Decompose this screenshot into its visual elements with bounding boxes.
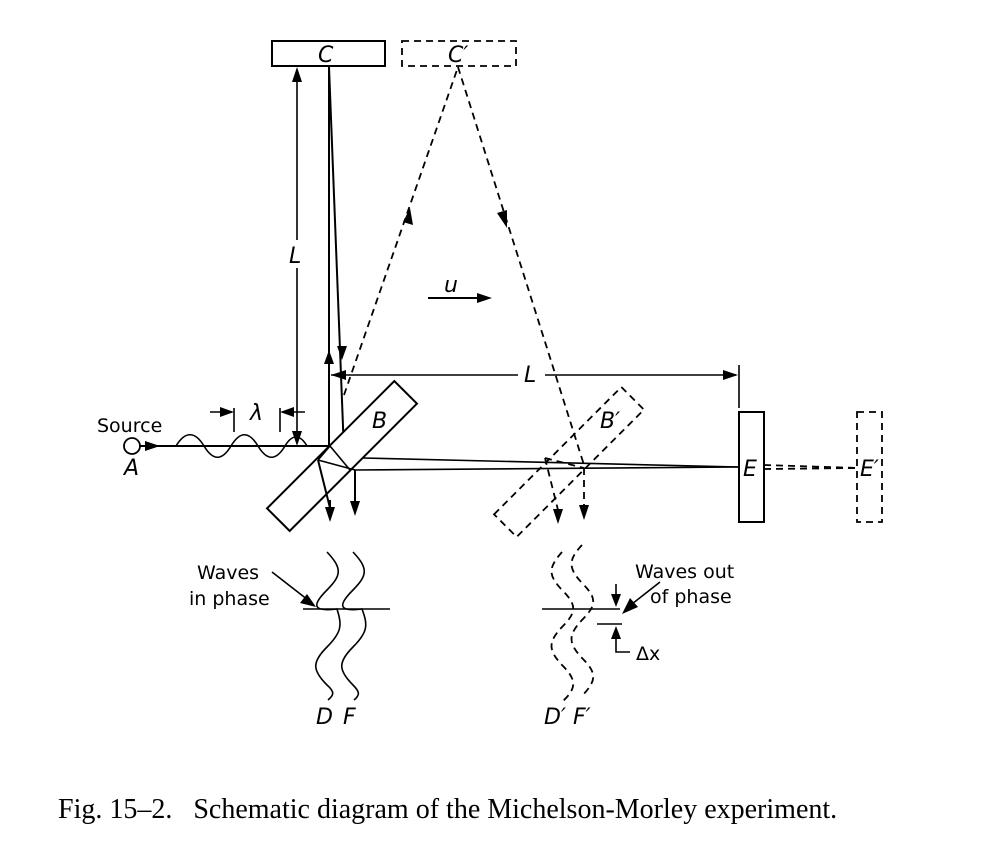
beam-b-internal-3 (317, 459, 356, 471)
label-f: F (343, 705, 356, 730)
lambda-arrow-left-head (220, 407, 234, 417)
beam-dashed-e-to-e-prime-1 (763, 464, 859, 469)
in-phase-pointer-head (300, 594, 316, 607)
beam-dashed-e-to-e-prime-2 (763, 467, 859, 470)
beam-up-arrow (324, 350, 334, 364)
beam-b-internal-1 (329, 445, 351, 471)
beam-splitter-b-prime (492, 385, 646, 539)
label-d: D (316, 705, 333, 730)
label-out-phase-2: of phase (650, 586, 732, 608)
figure-caption: Fig. 15–2. Schematic diagram of the Mich… (58, 794, 837, 825)
in-phase-pointer-line (271, 571, 309, 601)
velocity-arrow-head (477, 293, 492, 303)
beam-b-internal-2 (317, 445, 331, 461)
label-a: A (122, 456, 139, 481)
wave-d (314, 551, 341, 701)
label-l-horizontal: L (524, 363, 536, 388)
beam-out-d (317, 459, 331, 509)
out-phase-pointer-head (622, 598, 638, 614)
out-phase-pointer-line (631, 581, 661, 605)
label-c-prime: C′ (448, 43, 468, 68)
beam-dashed-out-f-prime-arrow (579, 505, 589, 520)
beam-dashed-from-c-prime (457, 66, 585, 466)
beam-dashed-out-d-prime (544, 457, 559, 511)
source-a-circle (123, 437, 141, 455)
wave-f (340, 551, 367, 701)
label-b-prime: B′ (600, 409, 620, 434)
delta-x-leader (615, 638, 630, 653)
wave-d-prime (550, 551, 575, 703)
dim-l-horizontal-arrow-right (723, 370, 738, 380)
incident-wave (175, 433, 308, 459)
label-delta-x: Δx (636, 643, 660, 665)
label-source: Source (97, 415, 162, 437)
beam-splitter-b (265, 379, 419, 533)
beam-to-e-lower (354, 466, 740, 471)
mirror-c-prime (401, 40, 517, 67)
beam-down-from-c (328, 66, 345, 453)
beam-out-d-arrow (325, 507, 335, 522)
mirror-c (271, 40, 386, 67)
lambda-arrow-right-head (280, 407, 294, 417)
label-out-phase-1: Waves out (635, 561, 734, 583)
beam-dashed-b-prime-internal (544, 457, 585, 469)
label-in-phase-2: in phase (189, 588, 270, 610)
beam-out-f-arrow (350, 501, 360, 516)
beam-dashed-down-arrow (497, 210, 507, 228)
mirror-e (738, 411, 765, 523)
mirror-e-prime (856, 411, 883, 523)
beam-down-arrow (337, 346, 347, 360)
dim-l-vertical-arrow-bottom (292, 431, 302, 446)
label-c: C (318, 43, 334, 68)
dim-l-vertical-arrow-top (292, 67, 302, 82)
label-f-prime: F′ (573, 705, 591, 730)
wave-f-prime (570, 544, 595, 697)
label-e-prime: E′ (860, 457, 879, 482)
label-b: B (372, 409, 387, 434)
beam-to-e-upper (361, 457, 740, 468)
beam-dashed-up-arrow (403, 208, 413, 225)
label-lambda: λ (249, 401, 263, 426)
label-d-prime: D′ (544, 705, 566, 730)
label-l-vertical: L (289, 244, 301, 269)
beam-dashed-to-c-prime (343, 66, 459, 396)
dim-l-horizontal-arrow-left (331, 370, 346, 380)
label-u: u (444, 273, 458, 298)
beam-dashed-out-d-prime-arrow (553, 509, 563, 524)
delta-x-arrow-bottom-head (611, 626, 621, 639)
delta-x-arrow-top-head (611, 594, 621, 607)
label-e: E (743, 457, 757, 482)
label-in-phase-1: Waves (197, 562, 259, 584)
